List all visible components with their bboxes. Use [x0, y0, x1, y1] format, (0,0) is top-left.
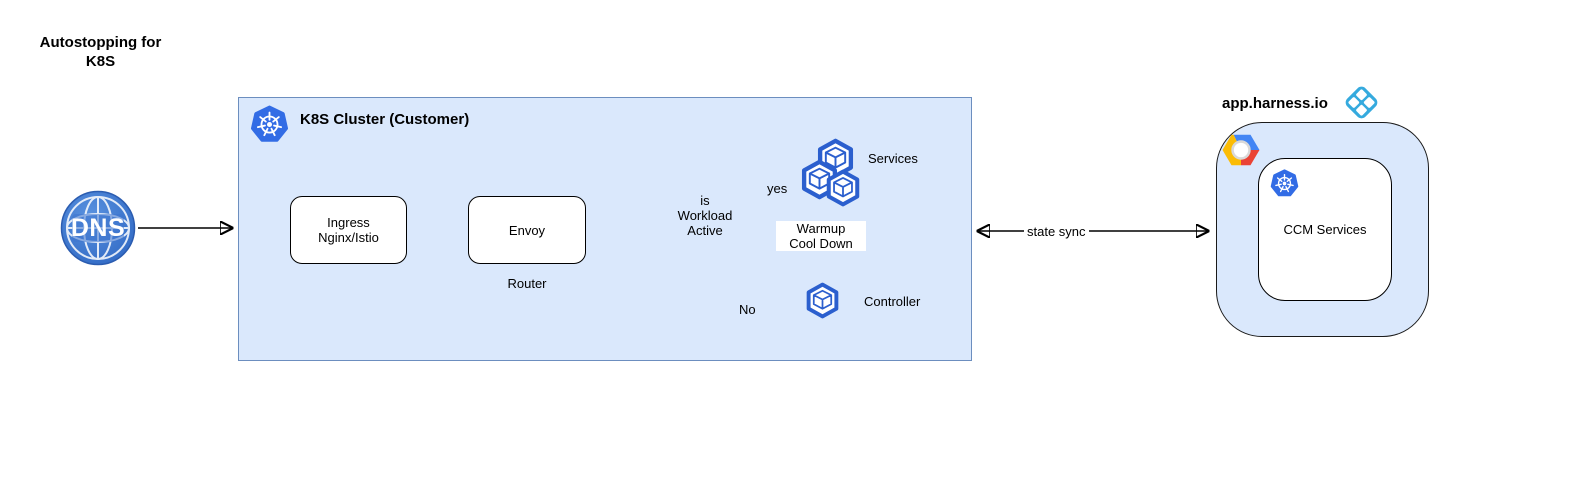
- decision-label: is Workload Active: [677, 193, 733, 238]
- edge-label-warmup-cooldown: Warmup Cool Down: [776, 221, 866, 251]
- dns-label: DNS: [70, 213, 126, 242]
- edge-label-state-sync: state sync: [1024, 224, 1089, 239]
- kubernetes-icon: [250, 105, 289, 142]
- edge-label-no: No: [737, 302, 758, 317]
- ccm-services-label: CCM Services: [1283, 222, 1367, 237]
- dns-node: DNS: [60, 190, 136, 266]
- envoy-label: Envoy: [508, 222, 546, 238]
- ingress-node: Ingress Nginx/Istio: [290, 196, 407, 264]
- edge-label-yes: yes: [765, 181, 790, 196]
- services-pods-icon: [798, 136, 864, 208]
- services-label: Services: [868, 151, 918, 166]
- router-label: Router: [507, 276, 547, 291]
- ingress-label: Ingress Nginx/Istio: [318, 215, 379, 245]
- gcp-hexagon-icon: [1222, 134, 1260, 166]
- dns-globe-icon: [60, 190, 136, 266]
- harness-diamond-icon: [1345, 86, 1378, 119]
- cluster-title: K8S Cluster (Customer): [300, 111, 470, 128]
- envoy-node: Envoy: [468, 196, 586, 264]
- controller-pod-icon: [806, 282, 839, 319]
- controller-label: Controller: [864, 294, 921, 309]
- harness-title: app.harness.io: [1222, 95, 1328, 112]
- page-title: Autostopping for K8S: [39, 34, 162, 70]
- kubernetes-icon-small: [1270, 169, 1299, 197]
